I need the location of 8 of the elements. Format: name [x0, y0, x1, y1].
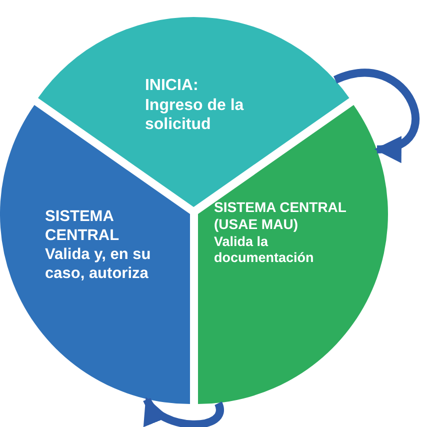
segment-text: Valida la documentación [214, 234, 315, 266]
segment-text: Ingreso de la solicitud [144, 96, 245, 135]
curved-arrow [334, 69, 420, 160]
segment-heading: SISTEMA CENTRAL [45, 208, 120, 246]
curved-arrow [143, 397, 224, 427]
segment-text: Valida y, en su caso, autoriza [45, 246, 152, 284]
segment-heading: SISTEMA CENTRAL (USAE MAU) [214, 198, 348, 233]
segment-heading: INICIA: [144, 76, 200, 96]
